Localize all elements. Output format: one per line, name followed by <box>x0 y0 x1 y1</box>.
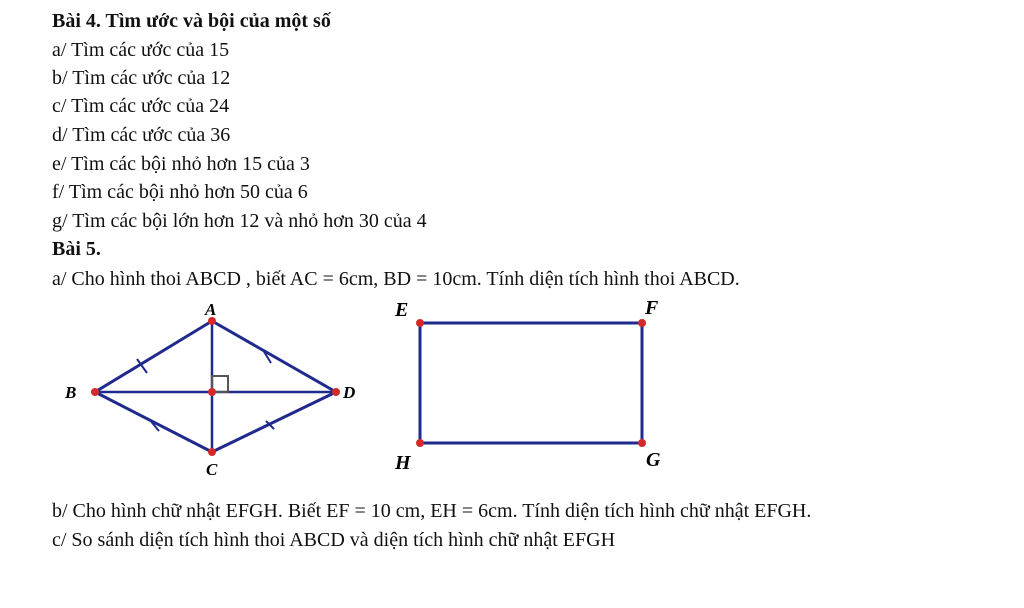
vertex-b <box>91 388 99 396</box>
rhombus-figure: A B C D <box>64 300 355 479</box>
label-e: E <box>394 299 408 321</box>
rhombus-edges <box>94 319 337 454</box>
vertex-g <box>638 439 646 447</box>
label-g: G <box>646 449 661 471</box>
rectangle-figure: E F G H <box>394 297 661 474</box>
bai4-item-c: c/ Tìm các ước của 24 <box>52 95 230 117</box>
bai4-item-d: d/ Tìm các ước của 36 <box>52 124 231 146</box>
rectangle-edges <box>418 321 644 445</box>
label-f: F <box>644 297 659 319</box>
label-d: D <box>342 383 355 402</box>
label-a: A <box>204 300 216 319</box>
bai4-item-e: e/ Tìm các bội nhỏ hơn 15 của 3 <box>52 153 310 175</box>
vertex-c <box>208 448 216 456</box>
bai5-title: Bài 5. <box>52 238 101 260</box>
bai5-part-b: b/ Cho hình chữ nhật EFGH. Biết EF = 10 … <box>52 500 812 522</box>
right-angle-marker <box>211 375 229 393</box>
tick-marks <box>136 349 275 432</box>
label-b: B <box>64 383 76 402</box>
bai4-item-f: f/ Tìm các bội nhỏ hơn 50 của 6 <box>52 181 308 203</box>
bai4-title: Bài 4. Tìm ước và bội của một số <box>52 10 331 32</box>
bai4-item-a: a/ Tìm các ước của 15 <box>52 39 230 61</box>
bai4-item-g: g/ Tìm các bội lớn hơn 12 và nhỏ hơn 30 … <box>52 210 427 232</box>
vertex-a <box>208 317 216 325</box>
label-h: H <box>394 452 412 474</box>
vertex-d <box>332 388 340 396</box>
label-c: C <box>206 460 218 479</box>
rhombus-diagonals <box>95 321 336 452</box>
bai4-item-b: b/ Tìm các ước của 12 <box>52 67 231 89</box>
center-point <box>208 388 216 396</box>
vertex-e <box>416 319 424 327</box>
vertex-h <box>416 439 424 447</box>
bai5-part-a: a/ Cho hình thoi ABCD , biết AC = 6cm, B… <box>52 268 740 290</box>
bai5-part-c: c/ So sánh diện tích hình thoi ABCD và d… <box>52 529 616 551</box>
vertex-f <box>638 319 646 327</box>
